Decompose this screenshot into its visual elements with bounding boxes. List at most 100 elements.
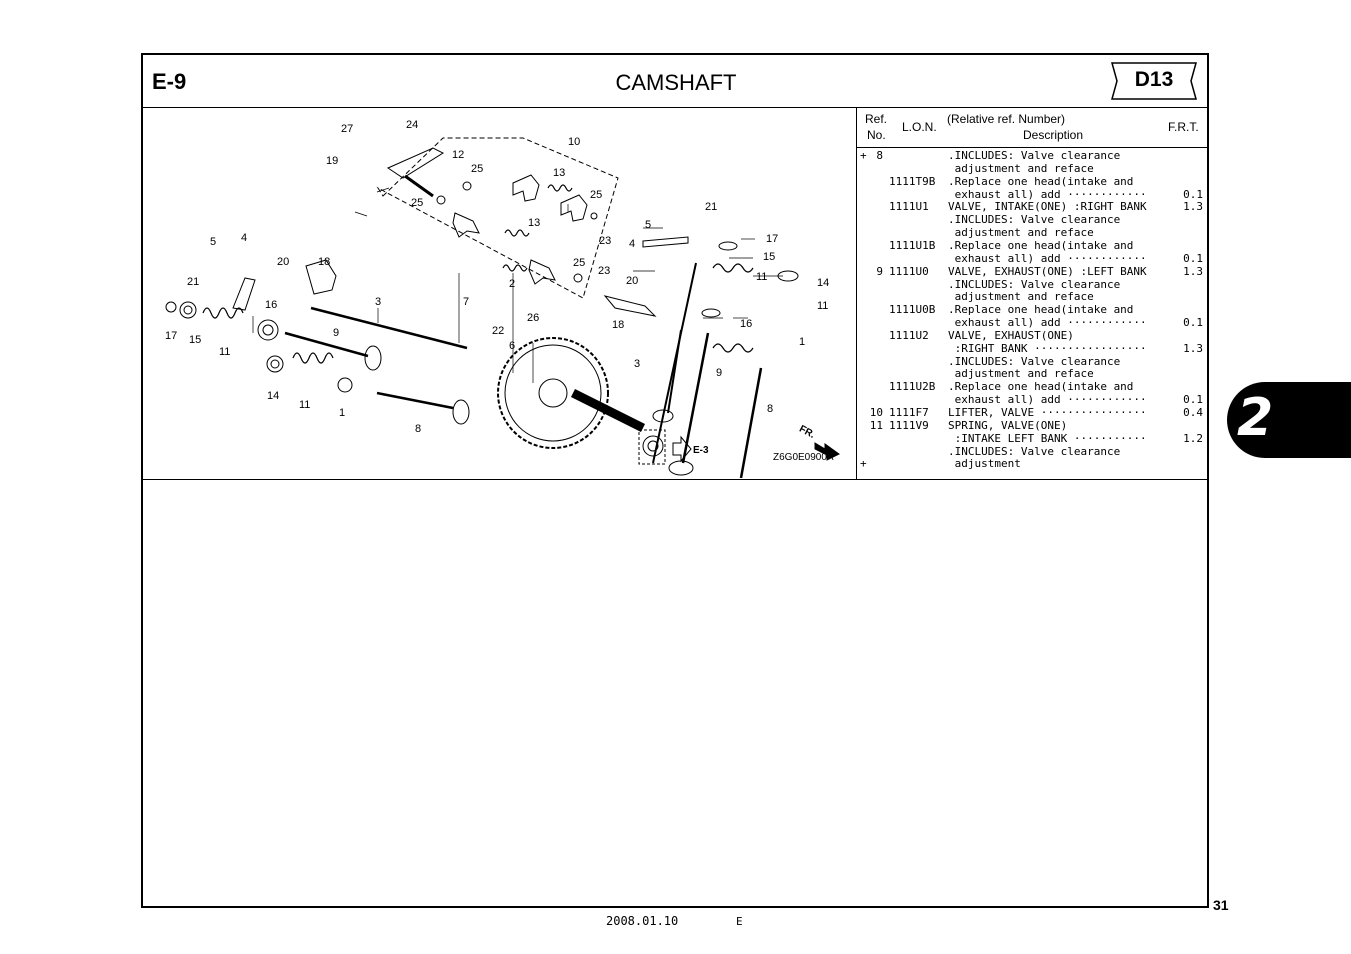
callout-number: 9 (716, 367, 722, 379)
col-ref: Ref. (865, 112, 888, 126)
row-description: .Replace one head(intake and (948, 238, 1134, 252)
callout-number: 2 (509, 278, 515, 290)
table-row: 1111U1B .Replace one head(intake and (857, 239, 1209, 252)
col-frt: F.R.T. (1168, 120, 1199, 134)
callout-number: 18 (612, 319, 624, 331)
row-ref: 10 (869, 406, 883, 419)
table-row: :RIGHT BANK ················· 1.3 (857, 342, 1209, 355)
callout-number: 20 (626, 275, 638, 287)
callout-number: 11 (756, 271, 767, 283)
row-description: exhaust all) add ············ (948, 187, 1147, 201)
row-description: adjustment (948, 457, 1021, 471)
callout-number: 21 (705, 201, 717, 213)
row-frt: 1.3 (1183, 341, 1203, 355)
header-rule (857, 147, 1209, 148)
row-description: VALVE, INTAKE(ONE) :RIGHT BANK (948, 200, 1147, 214)
row-frt: 0.1 (1183, 251, 1203, 265)
callout-number: 10 (568, 136, 580, 148)
table-row: :INTAKE LEFT BANK ···········1.2 (857, 432, 1209, 445)
table-row: 1111U2B.Replace one head(intake and (857, 380, 1209, 393)
callout-number: 8 (415, 423, 421, 435)
table-row: .INCLUDES: Valve clearance (857, 278, 1209, 291)
callout-number: 23 (599, 235, 611, 247)
row-ref: 8 (876, 149, 883, 162)
row-description: LIFTER, VALVE ················ (948, 406, 1147, 419)
page-frame: E-9 CAMSHAFT D13 (141, 53, 1209, 908)
callout-number: 4 (629, 238, 635, 250)
col-relref: (Relative ref. Number) (947, 112, 1066, 126)
col-lon: L.O.N. (902, 120, 937, 134)
table-row: exhaust all) add ············0.1 (857, 316, 1209, 329)
callout-number: 23 (598, 265, 610, 277)
table-row: .INCLUDES: Valve clearance (857, 213, 1209, 226)
table-row: exhaust all) add ············ 0.1 (857, 252, 1209, 265)
row-description: .INCLUDES: Valve clearance (948, 354, 1121, 368)
table-row: adjustment and reface (857, 226, 1209, 239)
page-number: 31 (1213, 897, 1229, 913)
callout-number: 19 (326, 155, 338, 167)
row-description: adjustment and reface (948, 226, 1094, 240)
row-description: exhaust all) add ············ (948, 251, 1147, 265)
callout-number: 11 (219, 346, 230, 358)
row-lon: 1111U1 (889, 200, 929, 214)
row-lon: 1111U2B (889, 380, 936, 394)
table-row: + adjustment (857, 457, 1209, 470)
callout-number: 5 (645, 219, 651, 231)
parts-list: Ref. No. L.O.N. (Relative ref. Number) D… (857, 108, 1209, 480)
row-description: adjustment and reface (948, 367, 1094, 381)
table-row: .INCLUDES: Valve clearance (857, 355, 1209, 368)
table-row: +8.INCLUDES: Valve clearance (857, 149, 1209, 162)
callout-number: 7 (463, 296, 469, 308)
table-row: .INCLUDES: Valve clearance (857, 445, 1209, 458)
table-row: exhaust all) add ············0.1 (857, 393, 1209, 406)
col-desc: Description (1023, 128, 1084, 142)
row-frt: 0.1 (1183, 187, 1203, 201)
callout-number: 3 (634, 358, 640, 370)
callout-number: 6 (509, 340, 515, 352)
row-description: :RIGHT BANK ················· (948, 341, 1147, 355)
row-description: adjustment and reface (948, 290, 1094, 304)
row-ref: 9 (876, 264, 883, 278)
chapter-number: 2 (1237, 388, 1274, 448)
table-row: exhaust all) add ············ 0.1 (857, 188, 1209, 201)
row-description: .INCLUDES: Valve clearance (948, 277, 1121, 291)
table-row: 1111U1 VALVE, INTAKE(ONE) :RIGHT BANK 1.3 (857, 200, 1209, 213)
row-frt: 0.4 (1183, 406, 1203, 419)
model-label: D13 (1134, 68, 1174, 91)
table-row: 1111T9B .Replace one head(intake and (857, 175, 1209, 188)
callout-number: 15 (763, 251, 775, 263)
row-lon: 1111V9 (889, 418, 929, 432)
row-description: .Replace one head(intake and (948, 174, 1134, 188)
callout-number: 8 (767, 403, 773, 415)
callout-number: 1 (799, 336, 805, 348)
row-prefix: + (860, 457, 867, 471)
callout-number: 25 (411, 197, 423, 209)
row-lon: 1111U0B (889, 303, 936, 317)
row-prefix: + (860, 149, 867, 162)
fr-label: FR. (797, 424, 817, 441)
callout-number: 25 (471, 163, 483, 175)
callout-number: 11 (817, 300, 828, 312)
callout-number: 20 (277, 256, 289, 268)
chapter-tab: 2 (1227, 382, 1351, 458)
ref-label: E-3 (693, 445, 709, 456)
row-frt: 0.1 (1183, 316, 1203, 330)
callout-number: 27 (341, 123, 353, 135)
callout-number: 16 (740, 318, 752, 330)
table-row: adjustment and reface (857, 162, 1209, 175)
section-id: E-9 (152, 69, 187, 94)
row-description: adjustment and reface (948, 161, 1094, 175)
row-frt: 1.3 (1183, 200, 1203, 214)
diagram-code: Z6G0E0900A (773, 452, 834, 463)
header: E-9 CAMSHAFT D13 (143, 55, 1207, 108)
row-lon: 1111T9B (889, 174, 936, 188)
callout-number: 3 (375, 296, 381, 308)
row-description: .Replace one head(intake and (948, 303, 1134, 317)
callout-number: 4 (241, 232, 247, 244)
callout-number: 13 (553, 167, 565, 179)
row-lon: 1111U1B (889, 238, 936, 252)
